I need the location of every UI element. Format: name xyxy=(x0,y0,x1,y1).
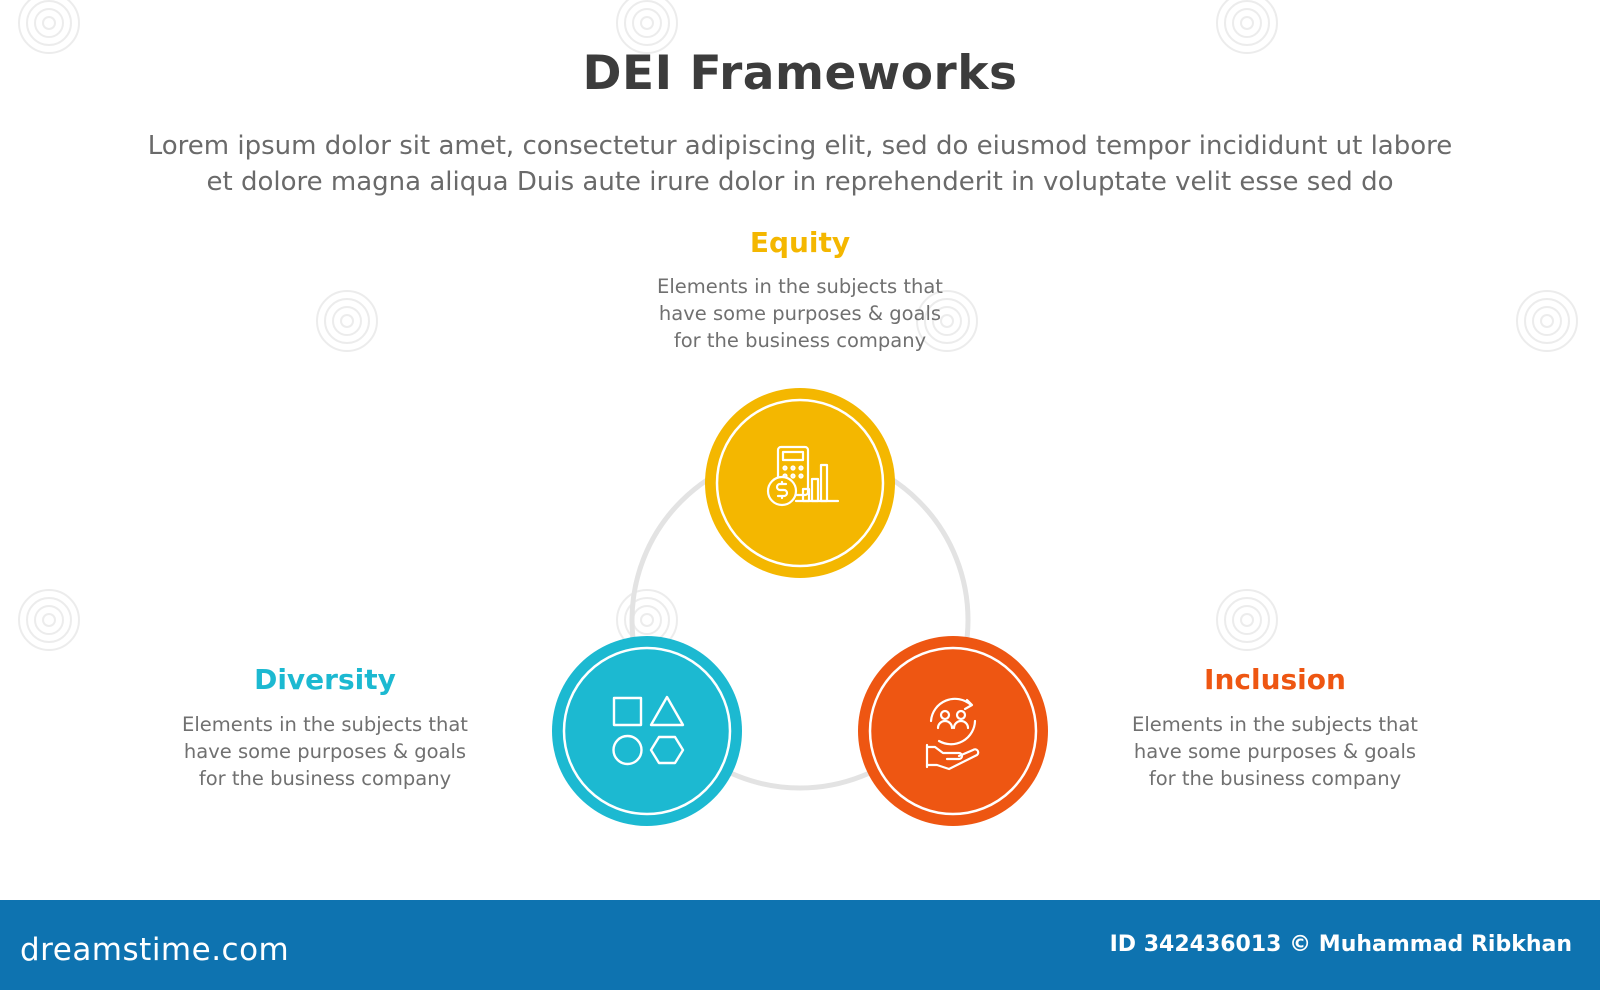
diversity-inner-ring xyxy=(562,646,732,816)
diversity-node xyxy=(552,636,742,826)
diversity-circle xyxy=(552,636,742,826)
equity-desc-line: for the business company xyxy=(673,329,927,352)
inclusion-node xyxy=(858,636,1048,826)
watermark-spiral-icon xyxy=(18,0,80,54)
diversity-title: Diversity xyxy=(254,663,396,696)
inclusion-desc-line: have some purposes & goals xyxy=(1133,740,1417,763)
equity-description: Elements in the subjects that have some … xyxy=(630,273,970,354)
subtitle-line: Lorem ipsum dolor sit amet, consectetur … xyxy=(147,131,1453,161)
page-subtitle: Lorem ipsum dolor sit amet, consectetur … xyxy=(40,128,1560,200)
image-credit: ID 342436013 © Muhammad Ribkhan xyxy=(1109,932,1572,957)
equity-desc-line: have some purposes & goals xyxy=(658,302,942,325)
equity-inner-ring xyxy=(715,398,885,568)
calculator-chart-icon xyxy=(766,445,840,507)
watermark-spiral-icon xyxy=(316,290,378,352)
inclusion-desc-line: Elements in the subjects that xyxy=(1132,713,1418,736)
watermark-spiral-icon xyxy=(616,0,678,54)
page-title: DEI Frameworks xyxy=(582,46,1018,101)
watermark-spiral-icon xyxy=(1216,589,1278,651)
people-hand-cycle-icon xyxy=(925,697,980,771)
inclusion-inner-ring xyxy=(868,646,1038,816)
footer-bar xyxy=(0,900,1600,990)
equity-desc-line: Elements in the subjects that xyxy=(657,275,943,298)
dei-cycle-diagram xyxy=(552,388,1048,826)
inclusion-desc-line: for the business company xyxy=(1148,767,1402,790)
watermark-spiral-icon xyxy=(1216,0,1278,54)
shapes-icon xyxy=(612,695,685,766)
watermark-spiral-icon xyxy=(916,290,978,352)
equity-title: Equity xyxy=(749,226,851,259)
equity-circle xyxy=(705,388,895,578)
dreamstime-logo: dreamstime.com xyxy=(20,932,290,968)
equity-node xyxy=(705,388,895,578)
diversity-desc-line: have some purposes & goals xyxy=(183,740,467,763)
subtitle-line: et dolore magna aliqua Duis aute irure d… xyxy=(206,167,1394,197)
diversity-desc-line: Elements in the subjects that xyxy=(182,713,468,736)
inclusion-circle xyxy=(858,636,1048,826)
diversity-desc-line: for the business company xyxy=(198,767,452,790)
watermark-spiral-icon xyxy=(1516,290,1578,352)
watermark-spiral-icon xyxy=(18,589,80,651)
inclusion-title: Inclusion xyxy=(1204,663,1346,696)
diversity-description: Elements in the subjects that have some … xyxy=(155,711,495,792)
inclusion-description: Elements in the subjects that have some … xyxy=(1105,711,1445,792)
